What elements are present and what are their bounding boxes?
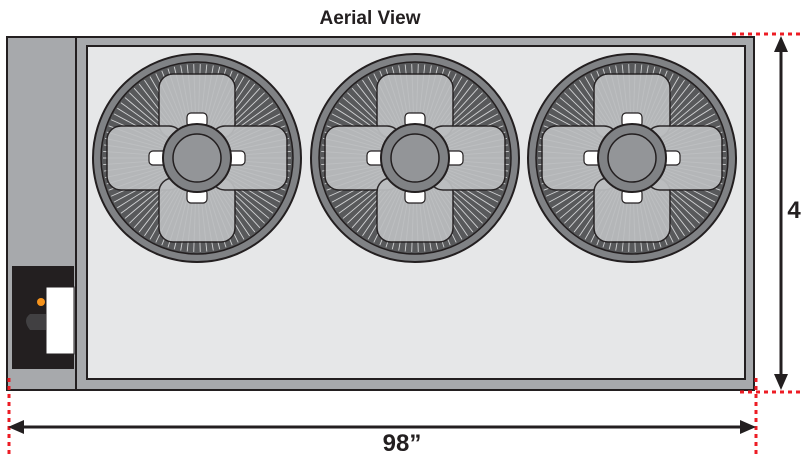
fan-2-condenser-fan-icon bbox=[310, 53, 520, 263]
fan-group bbox=[92, 53, 737, 263]
fan-3-condenser-fan-icon bbox=[527, 53, 737, 263]
height-dimension: 4 bbox=[774, 36, 801, 390]
arrow-right-icon bbox=[740, 420, 756, 434]
width-dimension: 98” bbox=[8, 420, 756, 457]
arrow-down-icon bbox=[774, 374, 788, 390]
dimension-guides bbox=[7, 32, 800, 455]
fan-blades bbox=[541, 73, 723, 243]
electrical-box bbox=[12, 266, 75, 369]
width-label: 98” bbox=[383, 430, 422, 457]
condenser-unit bbox=[6, 36, 755, 391]
fan-blades bbox=[106, 73, 288, 243]
disconnect-handle-icon bbox=[26, 314, 46, 330]
arrow-left-icon bbox=[8, 420, 24, 434]
fan-1-condenser-fan-icon bbox=[92, 53, 302, 263]
diagram-title: Aerial View bbox=[319, 8, 420, 29]
electrical-box-cover bbox=[45, 286, 75, 355]
indicator-light-icon bbox=[37, 298, 45, 306]
height-label: 4 bbox=[787, 197, 801, 224]
arrow-up-icon bbox=[774, 36, 788, 52]
